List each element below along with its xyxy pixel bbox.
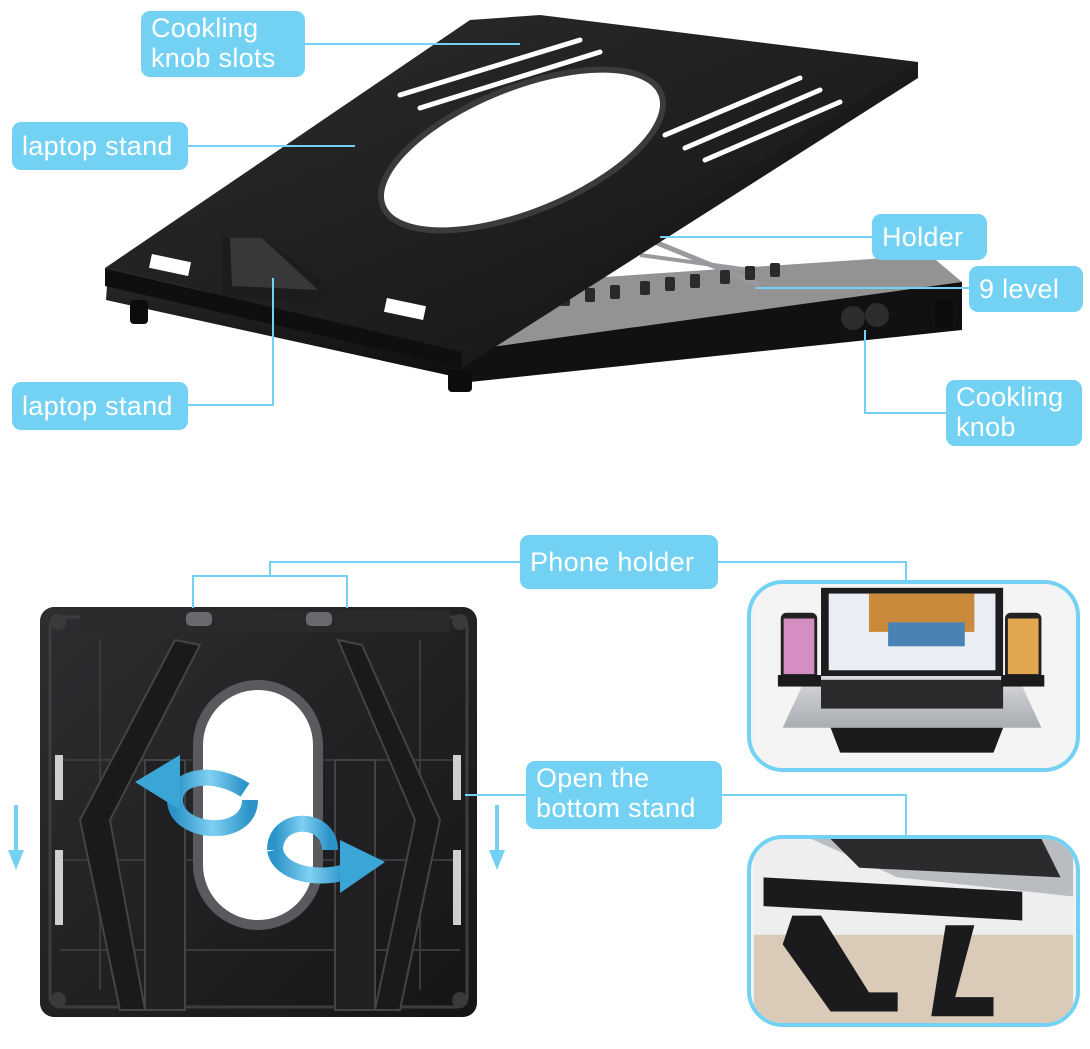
label-holder: Holder (872, 214, 987, 260)
leader-lines (188, 43, 969, 836)
photo-bottom-stand-open (747, 835, 1080, 1027)
label-line: Cookling (956, 382, 1064, 412)
label-phone-holder: Phone holder (520, 535, 718, 589)
label-cooling-knob: Cookling knob (946, 380, 1082, 446)
label-cooling-knob-slots: Cookling knob slots (141, 11, 305, 77)
raised-laptop-stand (105, 15, 962, 392)
rotate-arrow-icon (267, 815, 385, 893)
down-arrow-icon (489, 805, 505, 870)
down-arrow-icon (8, 805, 24, 870)
label-line: bottom stand (536, 793, 696, 823)
label-laptop-stand-bottom: laptop stand (12, 382, 188, 430)
label-line: Cookling (151, 13, 259, 43)
rotate-arrow-icon (135, 755, 258, 837)
stand-underside-view (40, 607, 477, 1017)
label-line: knob (956, 412, 1016, 442)
label-nine-level: 9 level (969, 266, 1083, 312)
label-line: Open the (536, 763, 650, 793)
label-line: knob slots (151, 43, 276, 73)
label-laptop-stand-top: laptop stand (12, 122, 188, 170)
label-open-bottom-stand: Open the bottom stand (526, 761, 722, 829)
photo-laptop-with-phones (747, 580, 1080, 772)
